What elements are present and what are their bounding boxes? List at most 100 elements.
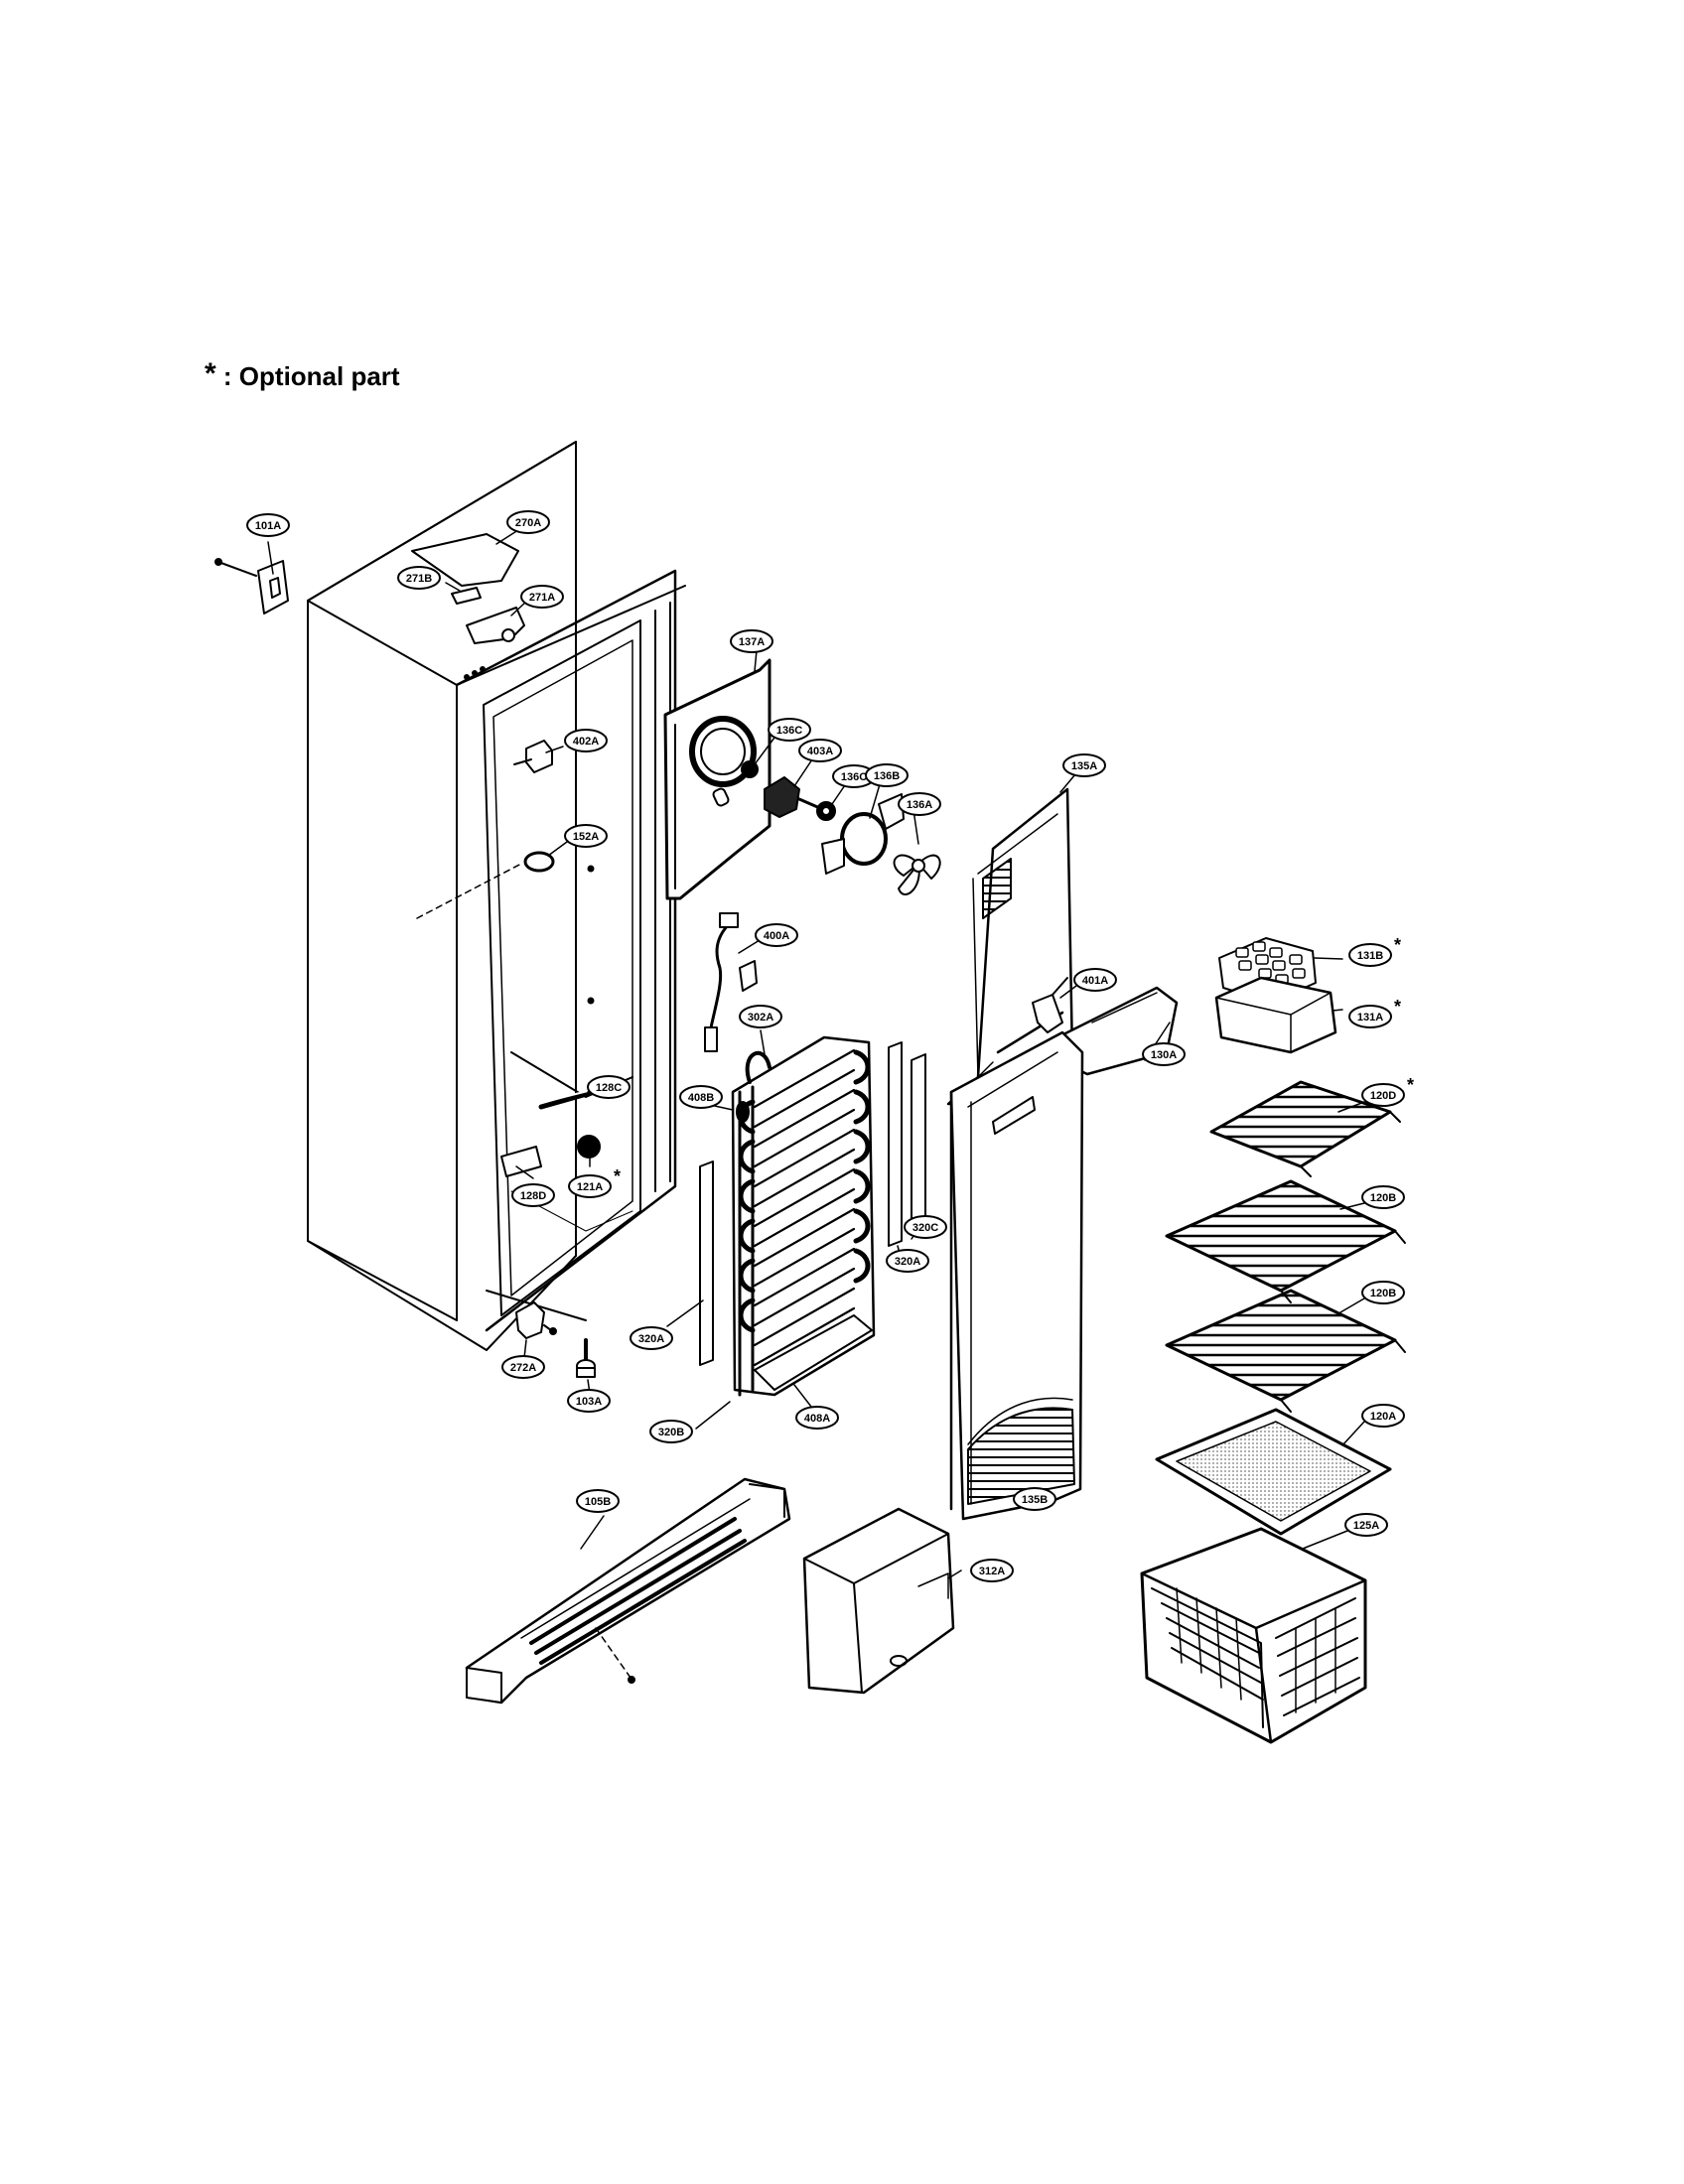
optional-asterisk: *	[1394, 935, 1401, 955]
callout-label: 271B	[406, 573, 432, 585]
callout-137a: 137A	[730, 629, 773, 653]
callout-label: 120B	[1370, 1288, 1396, 1299]
part-121a	[577, 1135, 601, 1159]
fan-motor-403a	[741, 760, 824, 818]
callout-408b: 408B	[679, 1085, 723, 1109]
callout-135a: 135A	[1062, 753, 1106, 777]
callout-label: 135A	[1071, 760, 1097, 772]
callout-130a: 130A	[1142, 1042, 1186, 1066]
hinge-bracket-top	[214, 558, 289, 614]
grille-slots	[529, 1517, 747, 1665]
callout-105b: 105B	[576, 1489, 620, 1513]
callout-label: 120A	[1370, 1411, 1396, 1423]
fan-housing	[663, 658, 772, 900]
callout-label: 402A	[573, 736, 599, 748]
fan-blade-136a	[893, 854, 941, 895]
callout-131a: 131A *	[1348, 997, 1401, 1028]
callout-label: 121A	[577, 1181, 603, 1193]
callout-152a: 152A	[564, 824, 608, 848]
callout-oval	[568, 1174, 612, 1198]
wire-basket-125a	[1140, 1527, 1367, 1744]
callout-271b: 271B	[397, 566, 441, 590]
fan-grommet-136c	[816, 801, 836, 821]
callout-oval	[1348, 1005, 1392, 1028]
callout-120b: 120B	[1361, 1281, 1405, 1304]
callout-label: 401A	[1082, 975, 1108, 987]
callout-302a: 302A	[739, 1005, 782, 1028]
grommet	[523, 851, 555, 873]
callout-label: 135B	[1022, 1494, 1048, 1506]
callout-oval	[1348, 943, 1392, 967]
callout-oval	[520, 585, 564, 609]
callout-271a: 271A	[520, 585, 564, 609]
callout-label: 320C	[912, 1222, 938, 1234]
callout-label: 120D	[1370, 1090, 1396, 1102]
callout-125a: 125A	[1344, 1513, 1388, 1537]
damper-rod	[538, 1088, 597, 1110]
leveling-foot	[576, 1338, 596, 1378]
optional-part-text: : Optional part	[222, 361, 400, 391]
callout-oval	[730, 629, 773, 653]
side-seal-320c	[911, 1053, 926, 1236]
wire-harness	[704, 912, 758, 1052]
callout-label: 152A	[573, 831, 599, 843]
top-cover	[411, 533, 519, 587]
callout-label: 103A	[576, 1396, 602, 1408]
callout-oval	[501, 1355, 545, 1379]
evaporator	[731, 1035, 876, 1397]
evaporator-fins	[753, 1048, 856, 1367]
callout-label: 400A	[764, 930, 789, 942]
ice-bin-131a	[1214, 976, 1337, 1054]
callout-oval	[768, 718, 811, 742]
callout-label: 320B	[658, 1427, 684, 1438]
callout-oval	[886, 1249, 929, 1273]
callout-oval	[755, 923, 798, 947]
callout-403a: 403A	[798, 739, 842, 762]
callout-label: 136C	[776, 725, 802, 737]
callout-320c: 320C	[904, 1215, 947, 1239]
optional-part-note: * : Optional part	[205, 357, 400, 392]
callout-label: 137A	[739, 636, 765, 648]
callout-label: 125A	[1353, 1520, 1379, 1532]
optional-asterisk: *	[1394, 997, 1401, 1017]
callout-oval	[397, 566, 441, 590]
callout-400a: 400A	[755, 923, 798, 947]
callout-120d: 120D*	[1361, 1075, 1414, 1107]
callout-121a: 121A*	[568, 1166, 621, 1198]
callout-131b: 131B*	[1348, 935, 1401, 967]
callout-oval	[564, 824, 608, 848]
callout-oval	[564, 729, 608, 752]
callout-oval	[898, 792, 941, 816]
callout-label: 130A	[1151, 1049, 1177, 1061]
callout-oval	[1361, 1404, 1405, 1428]
wire-shelf-120d	[1209, 1080, 1401, 1177]
callout-128d: 128D	[511, 1183, 555, 1207]
callout-312a: 312A	[970, 1559, 1014, 1582]
callout-oval	[649, 1420, 693, 1443]
callout-oval	[970, 1559, 1014, 1582]
callout-label: 408A	[804, 1413, 830, 1425]
optional-marker: *	[205, 357, 216, 390]
callout-120b: 120B	[1361, 1185, 1405, 1209]
callout-label: 312A	[979, 1566, 1005, 1577]
wire-shelf-120b-lower	[1165, 1289, 1406, 1413]
callout-oval	[1073, 968, 1117, 992]
callout-272a: 272A	[501, 1355, 545, 1379]
bracket-128d	[500, 1146, 542, 1177]
callout-320a: 320A	[630, 1326, 673, 1350]
callout-120a: 120A	[1361, 1404, 1405, 1428]
callout-label: 105B	[585, 1496, 611, 1508]
callout-label: 302A	[748, 1012, 773, 1024]
duct-vent-135a	[982, 858, 1012, 919]
callout-136c: 136C	[768, 718, 811, 742]
lamp-socket	[513, 740, 553, 773]
side-seal-320a-right	[888, 1041, 903, 1247]
callout-136b: 136B	[865, 763, 909, 787]
callout-label: 131A	[1357, 1012, 1383, 1024]
callout-oval	[1361, 1281, 1405, 1304]
callout-oval	[1361, 1083, 1405, 1107]
callout-label: 101A	[255, 520, 281, 532]
callout-128c: 128C	[587, 1075, 631, 1099]
glass-shelf-120a	[1155, 1408, 1392, 1536]
